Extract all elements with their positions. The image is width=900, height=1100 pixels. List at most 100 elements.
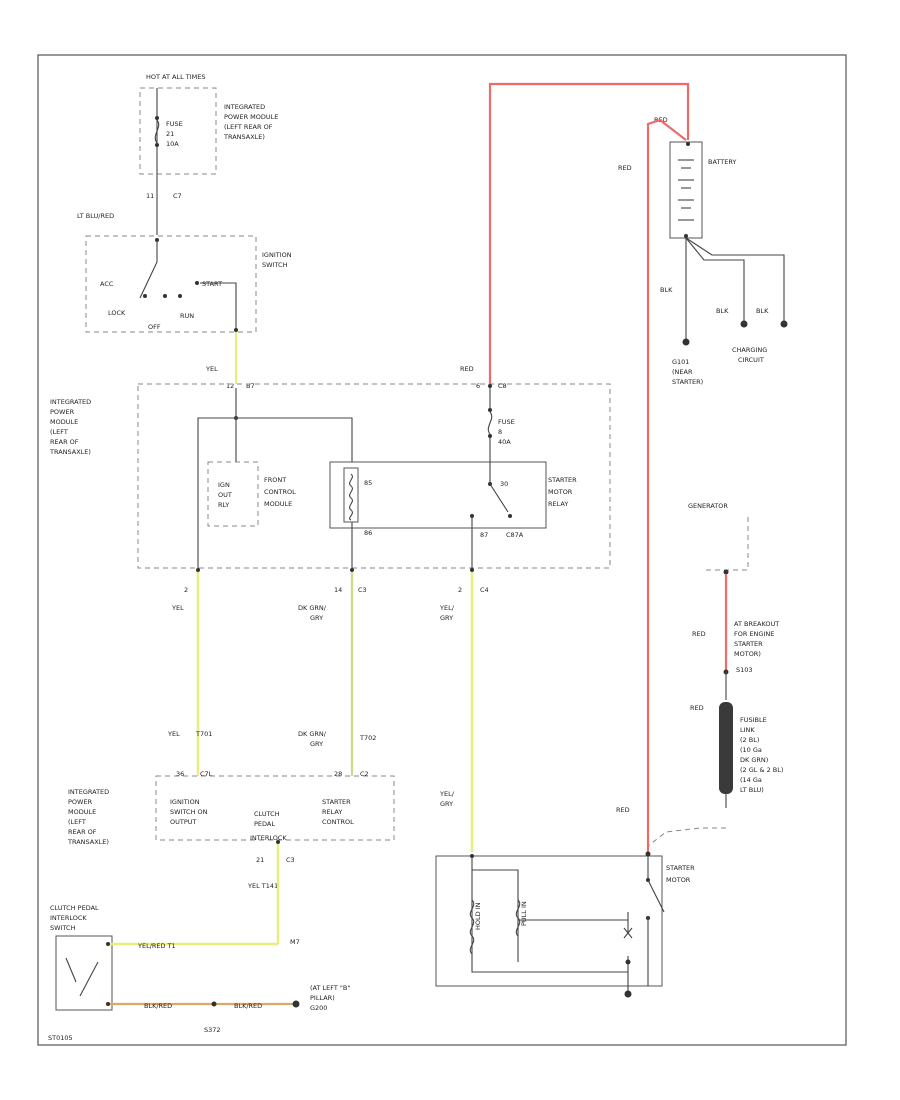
diagram-line (292, 1000, 300, 1008)
diagram-label: 12 (226, 382, 234, 390)
diagram-line (488, 408, 492, 412)
starter-solenoid-contact (647, 879, 665, 913)
diagram-line (624, 990, 632, 998)
diagram-label: TRANSAXLE) (67, 838, 109, 846)
diagram-label: GRY (440, 800, 453, 808)
diagram-label: MOTOR) (734, 650, 761, 658)
diagram-line (178, 294, 182, 298)
diagram-label: CHARGING (732, 346, 767, 354)
diagram-label: (2 GL & 2 BL) (740, 766, 783, 774)
diagram-label: GRY (310, 614, 323, 622)
diagram-label: START (202, 280, 222, 288)
diagram-label: HOLD IN (474, 902, 482, 930)
generator-feed: GENERATOR RED AT BREAKOUT FOR ENGINE STA… (647, 502, 783, 847)
diagram-label: 40A (498, 438, 511, 446)
diagram-label: MOTOR (666, 876, 691, 884)
diagram-label: PILLAR) (310, 994, 335, 1002)
diagram-line (682, 338, 690, 346)
diagram-label: 6 (476, 382, 480, 390)
relay-contact-blade (489, 483, 509, 513)
diagram-label: LT BLU/RED (77, 212, 114, 220)
diagram-label: GENERATOR (688, 502, 728, 510)
ign-out-relay-box (207, 461, 259, 527)
diagram-label: STARTER (734, 640, 763, 648)
diagram-label: (NEAR (672, 368, 693, 376)
diagram-label: 30 (500, 480, 508, 488)
clutch-switch-box (55, 935, 113, 1011)
diagram-label: (10 Ga (740, 746, 762, 754)
battery: BATTERY RED RED BLK BLK BLK G101 (NEAR S… (618, 116, 788, 386)
diagram-line (471, 962, 628, 973)
diagram-line (706, 515, 749, 571)
diagram-label: 85 (364, 479, 372, 487)
diagram-label: ACC (100, 280, 114, 288)
diagram-label: RLY (218, 501, 229, 509)
diagram-label: BLK/RED (144, 1002, 172, 1010)
diagram-label: S372 (204, 1026, 221, 1034)
diagram-line (471, 858, 519, 962)
diagram-label: T701 (195, 730, 212, 738)
diagram-label: AT BREAKOUT (734, 620, 779, 628)
ipm-fuse-box (139, 87, 217, 175)
diagram-line (276, 840, 280, 844)
diagram-line (197, 417, 236, 568)
diagram-line (488, 384, 492, 388)
diagram-label: TRANSAXLE) (223, 133, 265, 141)
diagram-label: RELAY (322, 808, 342, 816)
diagram-label: 8 (498, 428, 502, 436)
diagram-line (155, 143, 159, 147)
diagram-label: CONTROL (322, 818, 354, 826)
fusible-link (719, 702, 733, 794)
diagram-label: C8 (498, 382, 507, 390)
diagram-line (211, 1001, 217, 1007)
figure-id: ST0105 (48, 1034, 73, 1042)
diagram-label: C87A (506, 531, 524, 539)
diagram-label: RED (616, 806, 630, 814)
diagram-label: DK GRN/ (298, 730, 327, 738)
diagram-label: T702 (359, 734, 376, 742)
diagram-label: GRY (310, 740, 323, 748)
diagram-line (200, 282, 237, 330)
diagram-label: (2 BL) (740, 736, 759, 744)
diagram-label: C7 (173, 192, 182, 200)
ipm-lower-module: 36 C7L 28 C2 INTEGRATED POWER MODULE (LE… (67, 770, 395, 890)
diagram-line (196, 568, 200, 572)
diagram-line (65, 957, 77, 983)
diagram-label: YEL/ (439, 604, 455, 612)
diagram-label: BLK (716, 307, 729, 315)
diagram-label: LOCK (108, 309, 126, 317)
diagram-line (686, 142, 690, 146)
diagram-label: LINK (740, 726, 755, 734)
diagram-label: POWER (50, 408, 75, 416)
diagram-label: 2 (458, 586, 462, 594)
diagram-line (234, 328, 238, 332)
diagram-label: FUSE (498, 418, 515, 426)
clutch-switch-blade (79, 961, 99, 997)
diagram-label: C7L (200, 770, 213, 778)
diagram-label: FOR ENGINE (734, 630, 774, 638)
relay-coil (343, 467, 359, 523)
diagram-label: IGN (218, 481, 230, 489)
diagram-line (236, 417, 353, 462)
diagram-line (470, 568, 474, 572)
diagram-label: RED (690, 704, 704, 712)
diagram-label: (14 Ga (740, 776, 762, 784)
diagram-label: YEL/ (439, 790, 455, 798)
diagram-label: OUT (218, 491, 232, 499)
diagram-line (195, 281, 199, 285)
top-fuse-block: HOT AT ALL TIMES FUSE 21 10A INTEGRATED … (77, 73, 278, 235)
diagram-label: MOTOR (548, 488, 573, 496)
ipm-lower-box (155, 775, 395, 841)
diagram-label: S103 (736, 666, 753, 674)
red-wire-battery-to-ipm (488, 82, 690, 384)
diagram-label: RUN (180, 312, 194, 320)
diagram-line (685, 237, 745, 322)
diagram-label: INTEGRATED (50, 398, 91, 406)
diagram-label: MODULE (264, 500, 292, 508)
diagram-line (508, 514, 512, 518)
diagram-label: PEDAL (254, 820, 275, 828)
diagram-label: INTEGRATED (224, 103, 265, 111)
diagram-label: SWITCH (262, 261, 288, 269)
diagram-label: DK GRN/ (298, 604, 327, 612)
diagram-label: FRONT (264, 476, 286, 484)
